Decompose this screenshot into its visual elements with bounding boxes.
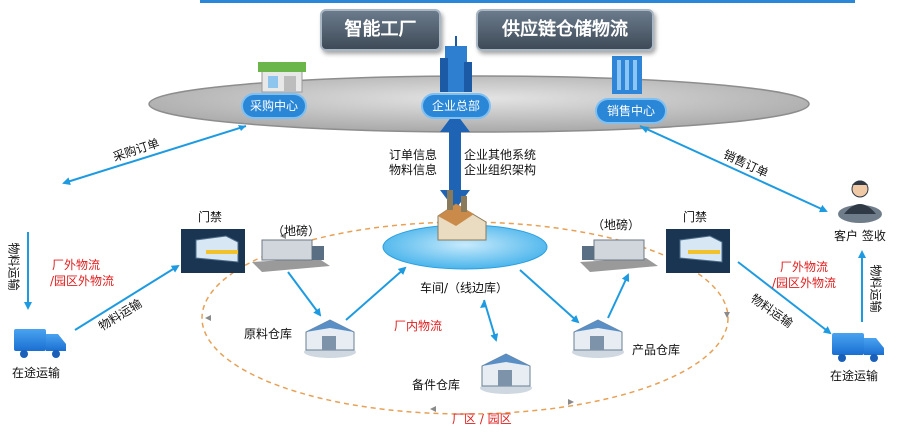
info-org-structure: 企业组织架构: [464, 163, 537, 177]
label-internal-logistics: 厂内物流: [394, 319, 443, 333]
label-workshop: 车间/（线边库）: [420, 281, 509, 295]
label-external-logistics-left-2: /园区外物流: [50, 274, 115, 288]
label-gate-right: 门禁: [683, 210, 708, 224]
truck-right-icon: [832, 333, 884, 362]
pill-sales-center: 销售中心: [597, 100, 665, 122]
sales-building-icon: [612, 56, 642, 94]
label-customer: 客户 签收: [834, 229, 886, 243]
spare-warehouse-icon: [480, 353, 532, 394]
store-icon: [258, 62, 306, 93]
product-warehouse-icon: [572, 319, 624, 358]
label-plant-zone: 厂区 / 园区: [452, 412, 512, 426]
label-product-warehouse: 产品仓库: [632, 343, 681, 357]
info-order: 订单信息: [389, 148, 438, 162]
gate-left-icon: [181, 229, 245, 273]
weighbridge-left-icon: [252, 239, 330, 272]
label-in-transit-right: 在途运输: [830, 369, 879, 383]
customer-icon: [838, 180, 882, 223]
info-material: 物料信息: [389, 163, 438, 177]
label-external-logistics-right-2: /园区外物流: [772, 276, 837, 290]
pill-headquarters: 企业总部: [423, 95, 489, 117]
label-external-logistics-right-1: 厂外物流: [780, 260, 829, 274]
hq-building-icon: [440, 36, 472, 92]
title-supply-chain: 供应链仓储物流: [476, 9, 654, 51]
label-spare-warehouse: 备件仓库: [412, 378, 461, 392]
top-rule: [200, 0, 855, 3]
label-in-transit-left: 在途运输: [12, 366, 61, 380]
label-weighbridge-right: （地磅）: [592, 218, 641, 232]
title-smart-factory: 智能工厂: [320, 9, 441, 51]
label-gate-left: 门禁: [198, 210, 223, 224]
label-weighbridge-left: （地磅）: [272, 224, 321, 238]
label-material-transport-right-vertical: 物料运输: [868, 264, 883, 313]
raw-warehouse-icon: [304, 319, 356, 358]
factory-icon: [437, 190, 487, 241]
label-material-transport-left-vertical: 物料运输: [6, 242, 21, 291]
weighbridge-right-icon: [580, 239, 658, 272]
label-raw-warehouse: 原料仓库: [244, 327, 293, 341]
pill-purchasing-center: 采购中心: [243, 95, 305, 117]
label-external-logistics-left-1: 厂外物流: [52, 258, 101, 272]
gate-right-icon: [666, 229, 730, 273]
truck-left-icon: [14, 329, 66, 358]
info-other-systems: 企业其他系统: [464, 148, 537, 162]
